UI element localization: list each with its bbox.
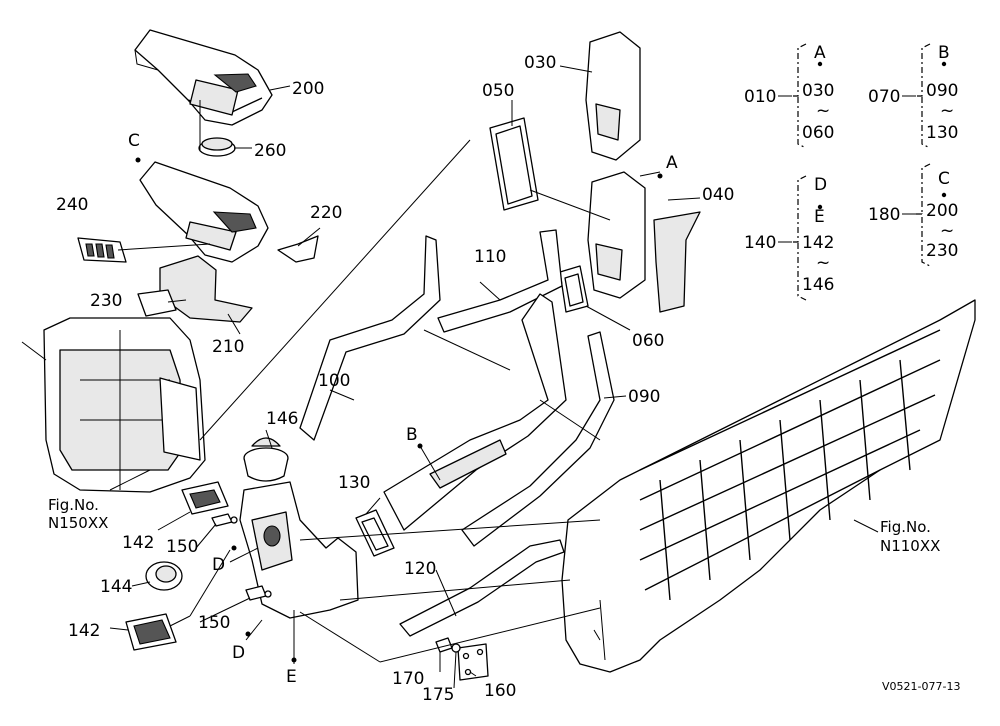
legend-180-from: 200 <box>926 201 958 221</box>
point-letter-labels: C A B D D E <box>128 131 678 687</box>
legend-070-letter: B <box>938 43 950 63</box>
part-142-grille-lower <box>125 613 177 651</box>
point-markers <box>135 61 947 663</box>
label-060: 060 <box>632 331 664 351</box>
part-a-duct <box>587 171 646 299</box>
legend-brackets <box>778 43 931 301</box>
label-150-upper: 150 <box>166 537 198 557</box>
figure-ref-left-line1: Fig.No. <box>48 496 99 514</box>
heater-unit <box>21 317 206 493</box>
label-160: 160 <box>484 681 516 701</box>
legend-010-tilde: ~ <box>816 101 830 121</box>
legend-180-tilde: ~ <box>940 221 954 241</box>
part-144-knob <box>145 561 183 591</box>
label-142-lower: 142 <box>68 621 100 641</box>
part-number-labels: 200 260 240 220 230 210 030 050 040 060 … <box>56 53 734 705</box>
part-b-duct <box>383 293 567 531</box>
legend-070-to: 130 <box>926 123 958 143</box>
part-040-strip <box>653 211 701 313</box>
label-150-lower: 150 <box>198 613 230 633</box>
legend-010-from: 030 <box>802 81 834 101</box>
part-240-grille <box>77 237 127 263</box>
label-142-upper: 142 <box>122 533 154 553</box>
label-170: 170 <box>392 669 424 689</box>
legend-group-010: 010 A 030 ~ 060 <box>744 43 834 143</box>
legend-010-key: 010 <box>744 87 776 107</box>
part-230-pad <box>137 289 177 317</box>
figure-ref-left: Fig.No. N150XX <box>48 496 108 532</box>
legend-group-180: 180 C 200 ~ 230 <box>868 169 958 261</box>
point-e: E <box>286 667 297 687</box>
legend-140-letter: D <box>814 175 827 195</box>
part-210-duct <box>159 255 253 323</box>
label-030: 030 <box>524 53 556 73</box>
legend-070-key: 070 <box>868 87 900 107</box>
label-120: 120 <box>404 559 436 579</box>
part-090-duct <box>461 331 615 547</box>
label-040: 040 <box>702 185 734 205</box>
figure-ref-right-line1: Fig.No. <box>880 518 931 536</box>
legend-group-070: 070 B 090 ~ 130 <box>868 43 958 143</box>
label-146: 146 <box>266 409 298 429</box>
figure-ref-left-line2: N150XX <box>48 514 108 532</box>
part-142-grille-upper <box>181 481 229 515</box>
leader-lines <box>109 65 879 689</box>
part-146-vent <box>243 437 289 482</box>
point-d-lower: D <box>232 643 245 663</box>
label-110: 110 <box>474 247 506 267</box>
legend-010-letter: A <box>814 43 826 63</box>
part-050-frame <box>489 117 539 211</box>
legend-group-140: 140 D E 142 ~ 146 <box>744 175 834 295</box>
part-200-upper-cover <box>134 29 273 126</box>
legend-140-tilde: ~ <box>816 253 830 273</box>
label-050: 050 <box>482 81 514 101</box>
legend-180-letter: C <box>938 169 950 189</box>
point-a: A <box>666 153 678 173</box>
part-175-washer <box>451 643 461 653</box>
legend-070-from: 090 <box>926 81 958 101</box>
point-c: C <box>128 131 140 151</box>
part-220-clip <box>277 235 319 263</box>
legend-140-from: 142 <box>802 233 834 253</box>
drawing-code: V0521-077-13 <box>882 680 960 693</box>
label-260: 260 <box>254 141 286 161</box>
label-210: 210 <box>212 337 244 357</box>
legend-140-key: 140 <box>744 233 776 253</box>
label-200: 200 <box>292 79 324 99</box>
legend-140-to: 146 <box>802 275 834 295</box>
part-260-ring <box>198 137 236 157</box>
part-100-duct <box>299 235 441 441</box>
cab-side-panel <box>561 299 976 673</box>
point-d-upper: D <box>212 555 225 575</box>
figure-ref-right-line2: N110XX <box>880 537 940 555</box>
label-090: 090 <box>628 387 660 407</box>
legend-010-to: 060 <box>802 123 834 143</box>
legend-180-key: 180 <box>868 205 900 225</box>
label-100: 100 <box>318 371 350 391</box>
part-d-console <box>239 481 359 619</box>
part-060-seal <box>559 265 589 313</box>
part-110-duct <box>437 229 563 333</box>
part-030-duct <box>585 31 641 161</box>
part-150-bolt-b <box>245 585 272 601</box>
figure-ref-right: Fig.No. N110XX <box>880 518 940 555</box>
legend-180-to: 230 <box>926 241 958 261</box>
label-230: 230 <box>90 291 122 311</box>
label-130: 130 <box>338 473 370 493</box>
label-144: 144 <box>100 577 132 597</box>
label-175: 175 <box>422 685 454 705</box>
label-240: 240 <box>56 195 88 215</box>
part-130-seal <box>355 509 395 557</box>
label-220: 220 <box>310 203 342 223</box>
legend-140-letter2: E <box>814 207 825 227</box>
part-c-cover <box>139 161 269 263</box>
legend-070-tilde: ~ <box>940 101 954 121</box>
point-b: B <box>406 425 418 445</box>
part-150-bolt-a <box>211 513 238 527</box>
part-160-plate <box>457 643 489 681</box>
